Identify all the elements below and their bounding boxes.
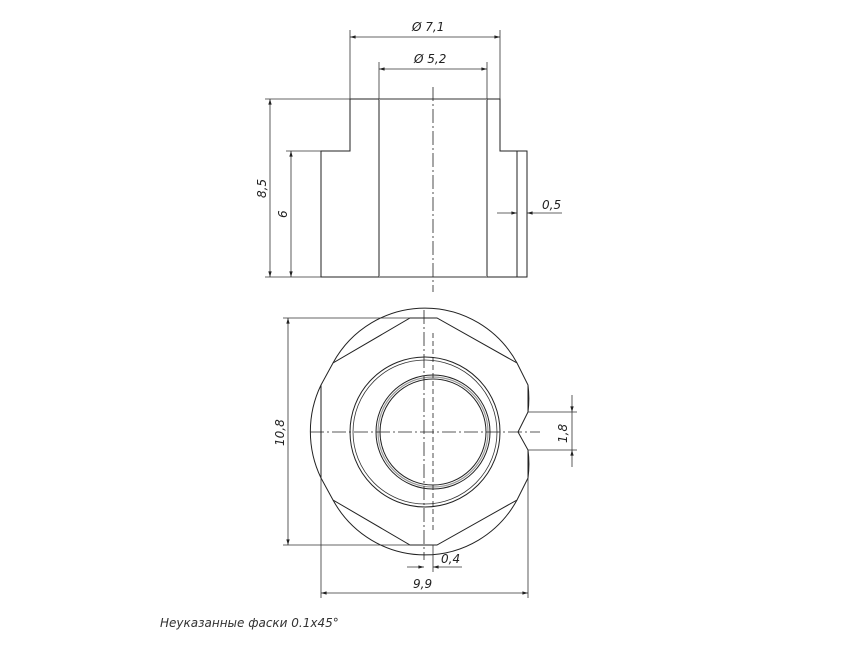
dim-text: 0,4 bbox=[441, 552, 460, 566]
dim-text: 9,9 bbox=[413, 577, 432, 591]
dim-total-height: 8,5 bbox=[255, 98, 350, 278]
diameter-symbol: Ø bbox=[413, 52, 424, 66]
hatch-right-wall bbox=[486, 98, 518, 278]
plan-view: 10,8 9,9 0,4 1,8 bbox=[273, 307, 577, 598]
dim-eccentricity: 0,4 bbox=[407, 545, 462, 572]
dim-text: 1,8 bbox=[556, 424, 570, 443]
dim-across-flats: 9,9 bbox=[320, 478, 529, 598]
dim-outer-diameter: Ø 7,1 bbox=[349, 20, 501, 99]
dim-text: 8,5 bbox=[255, 179, 269, 198]
chamfer-strip bbox=[517, 150, 528, 278]
hatch-left-wall bbox=[320, 98, 380, 278]
dim-notch-width: 1,8 bbox=[528, 395, 577, 467]
section-view: Ø 7,1 Ø 5,2 8,5 6 0,5 bbox=[255, 20, 562, 292]
svg-text:Ø 5,2: Ø 5,2 bbox=[413, 52, 446, 66]
dim-text: 0,5 bbox=[542, 198, 561, 212]
dim-text: 10,8 bbox=[273, 419, 287, 446]
dim-text: 7,1 bbox=[425, 20, 444, 34]
dim-text: 5,2 bbox=[427, 52, 446, 66]
note-text: Неуказанные фаски 0.1х45° bbox=[160, 616, 339, 630]
outer-chamfer-circle bbox=[309, 307, 530, 556]
dim-bore-diameter: Ø 5,2 bbox=[378, 52, 488, 99]
dim-lower-height: 6 bbox=[276, 150, 321, 278]
dim-text: 6 bbox=[276, 210, 290, 218]
dim-across-corners: 10,8 bbox=[273, 317, 410, 546]
svg-text:Ø 7,1: Ø 7,1 bbox=[411, 20, 444, 34]
hex-outline bbox=[320, 317, 529, 546]
dim-chamfer-offset: 0,5 bbox=[497, 198, 562, 215]
diameter-symbol: Ø bbox=[411, 20, 422, 34]
